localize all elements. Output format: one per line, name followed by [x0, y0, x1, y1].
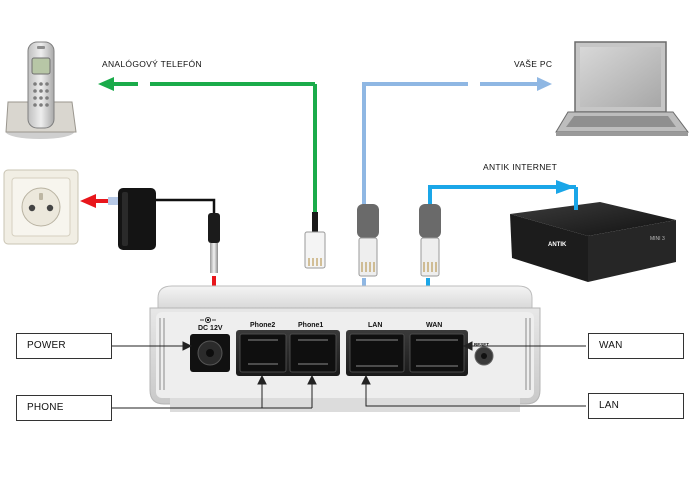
pc-cable-line [357, 77, 552, 306]
callout-connectors [112, 341, 586, 409]
analog-phone-label: ANALÓGOVÝ TELEFÓN [102, 59, 202, 69]
wan-plug-icon [419, 204, 441, 277]
phone-plug-icon [304, 84, 326, 269]
modem-brand: ANTIK [548, 242, 567, 248]
antik-modem-icon: ANTIK MINI 3 [510, 202, 676, 282]
antik-internet-label: ANTIK INTERNET [483, 162, 558, 172]
power-port-label: DC 12V [198, 325, 223, 332]
phone-callout: PHONE [16, 395, 112, 421]
wan-port-label: WAN [426, 322, 442, 329]
reset-button-label: RESET [474, 342, 489, 347]
router-device [149, 285, 541, 412]
modem-model: MINI 3 [650, 236, 665, 242]
power-callout: POWER [16, 333, 112, 359]
lan-port-label: LAN [368, 322, 382, 329]
your-pc-label: VAŠE PC [514, 59, 553, 69]
wan-callout: WAN [588, 333, 684, 359]
wall-socket-icon [3, 169, 79, 245]
laptop-icon [555, 41, 689, 136]
power-adapter-icon [108, 188, 220, 273]
phone1-port-label: Phone1 [298, 322, 323, 329]
phone-cable-line [98, 77, 315, 91]
lan-plug-icon [357, 204, 379, 277]
lan-callout: LAN [588, 393, 684, 419]
phone2-port-label: Phone2 [250, 322, 275, 329]
polarity-icon [200, 316, 216, 323]
analog-phone-icon [5, 41, 77, 139]
